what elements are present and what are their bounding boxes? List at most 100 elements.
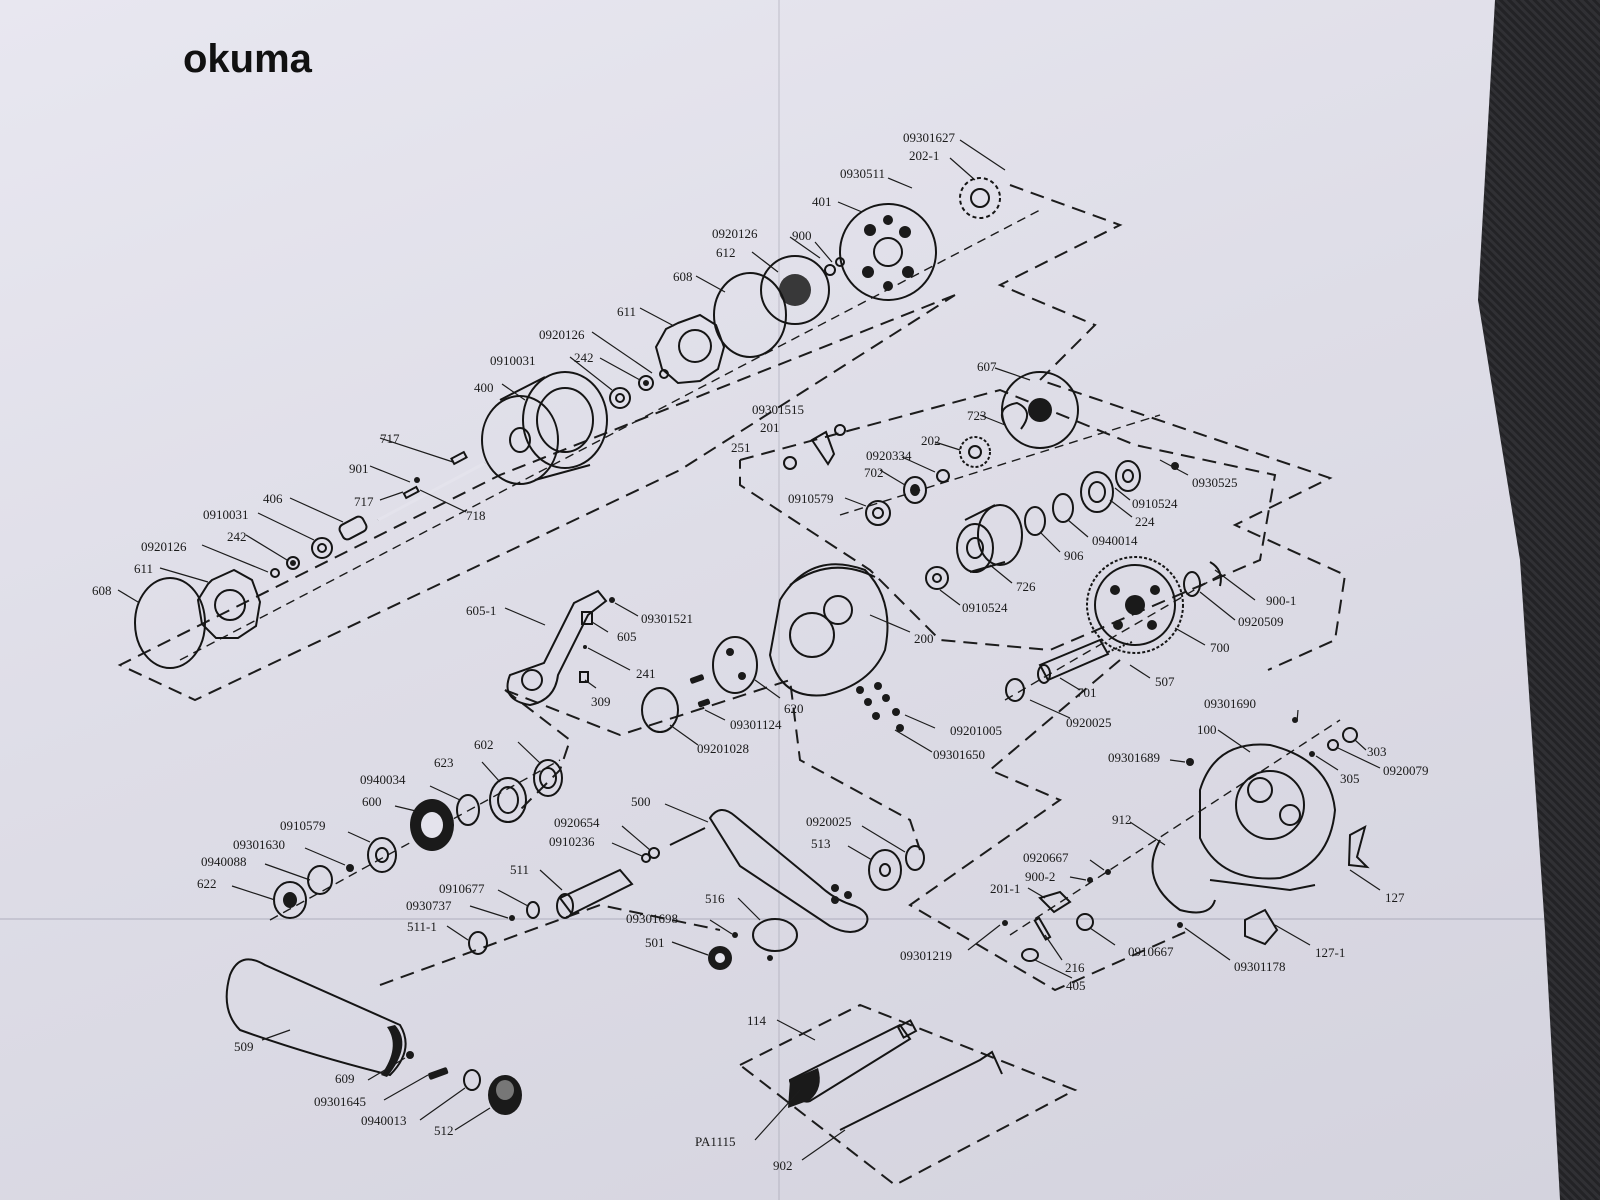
label-600: 600 [362, 794, 382, 809]
label-912: 912 [1112, 812, 1132, 827]
part-216-spring [1033, 916, 1052, 941]
part-600-clutch-sleeve [410, 799, 454, 851]
part-09301698-screw [732, 932, 738, 938]
part-605-1-star-drag [506, 589, 608, 707]
label-906: 906 [1064, 548, 1084, 563]
label-100: 100 [1197, 722, 1217, 737]
part-09301689-screw [1186, 758, 1194, 766]
label-0940034: 0940034 [360, 772, 406, 787]
label-09301690: 09301690 [1204, 696, 1256, 711]
label-611-low: 611 [134, 561, 153, 576]
part-900-clip [824, 264, 836, 276]
label-09301515: 09301515 [752, 402, 804, 417]
part-501-nut [708, 946, 732, 970]
part-702-pinion [903, 476, 927, 504]
part-202-pinion-gear [959, 436, 991, 468]
part-09201005-09301650-screws [856, 682, 904, 732]
label-511: 511 [510, 862, 529, 877]
part-620-bearing-cap [712, 636, 758, 694]
label-607: 607 [977, 359, 997, 374]
label-200: 200 [914, 631, 934, 646]
part-0920025-washer-left [905, 845, 925, 871]
label-09301521: 09301521 [641, 611, 693, 626]
part-0920079-washer [1327, 739, 1339, 751]
label-303: 303 [1367, 744, 1387, 759]
part-0910031-bearing-top [609, 387, 631, 409]
part-100-frame [1199, 743, 1337, 892]
label-305: 305 [1340, 771, 1360, 786]
label-201-1: 201-1 [990, 881, 1020, 896]
label-717-low: 717 [354, 494, 374, 509]
part-611-clicker-low [196, 568, 262, 639]
label-09301698: 09301698 [626, 911, 678, 926]
label-0910031-top: 0910031 [490, 353, 536, 368]
label-602: 602 [474, 737, 494, 752]
label-902: 902 [773, 1158, 793, 1173]
label-701: 701 [1077, 685, 1097, 700]
part-607-cast-control-plate [1001, 371, 1079, 449]
label-0920126-low: 0920126 [141, 539, 187, 554]
part-09201028-washer [641, 687, 679, 733]
label-702: 702 [864, 465, 884, 480]
part-400-spool [481, 371, 608, 485]
part-09301124-screws [689, 674, 711, 708]
label-pa1115: PA1115 [695, 1134, 735, 1149]
part-127-lever [1347, 825, 1370, 869]
part-513-washer [868, 849, 902, 891]
part-509-handle-knob [225, 958, 407, 1077]
part-405-clip [1021, 948, 1039, 962]
part-723-spring [1001, 401, 1028, 430]
assembly-box-drive [739, 388, 1277, 652]
label-202-1: 202-1 [909, 148, 939, 163]
label-0930737: 0930737 [406, 898, 452, 913]
axis-line-pinion [839, 414, 1161, 516]
label-700: 700 [1210, 640, 1230, 655]
part-201-yoke [810, 430, 836, 466]
label-09301689: 09301689 [1108, 750, 1160, 765]
label-513: 513 [811, 836, 831, 851]
part-511-knob-shaft [556, 868, 634, 919]
label-623: 623 [434, 755, 454, 770]
label-201: 201 [760, 420, 780, 435]
label-0940088: 0940088 [201, 854, 247, 869]
label-512: 512 [434, 1123, 454, 1138]
part-0940013-ring [463, 1069, 481, 1091]
assembly-box-sideplate [504, 678, 921, 851]
label-0910667: 0910667 [1128, 944, 1174, 959]
label-0920654: 0920654 [554, 815, 600, 830]
part-242-bearing-low [286, 556, 300, 570]
part-0910579-bearing-low [367, 837, 397, 873]
part-0910524-bearing-low [925, 566, 949, 590]
label-608-low: 608 [92, 583, 112, 598]
assembly-box-frame [908, 659, 1191, 992]
label-224: 224 [1135, 514, 1155, 529]
label-900-2: 900-2 [1025, 869, 1055, 884]
part-516-retainer [752, 918, 798, 961]
label-608-top: 608 [673, 269, 693, 284]
part-202-1-gear [959, 177, 1001, 219]
part-09301630-screw [346, 864, 354, 872]
assembly-box-handle [504, 689, 572, 811]
part-717-pin-top [450, 450, 468, 466]
part-09301521-screw [609, 597, 615, 603]
part-224-bearing [1080, 471, 1114, 513]
part-0920667-washer [1105, 869, 1111, 875]
part-726-drag-housing [956, 504, 1023, 573]
label-901: 901 [349, 461, 369, 476]
label-202: 202 [921, 433, 941, 448]
part-0920126-washer-low [270, 568, 280, 578]
label-127-1: 127-1 [1315, 945, 1345, 960]
part-609-washer [406, 1051, 414, 1059]
part-309-detent [579, 671, 589, 683]
part-623-collar [489, 777, 527, 823]
label-0940014: 0940014 [1092, 533, 1138, 548]
label-09301650: 09301650 [933, 747, 985, 762]
part-0920334-washer [936, 469, 950, 483]
assembly-box-knob [379, 903, 721, 986]
part-303-cap [1342, 727, 1358, 743]
part-number-labels: 09301627 202-1 0930511 401 0920126 900 6… [92, 130, 1429, 1173]
part-901-clip [414, 477, 420, 483]
label-242-low: 242 [227, 529, 247, 544]
part-718-spool-shaft [377, 461, 486, 522]
part-0920025-washer-right [1005, 678, 1025, 702]
